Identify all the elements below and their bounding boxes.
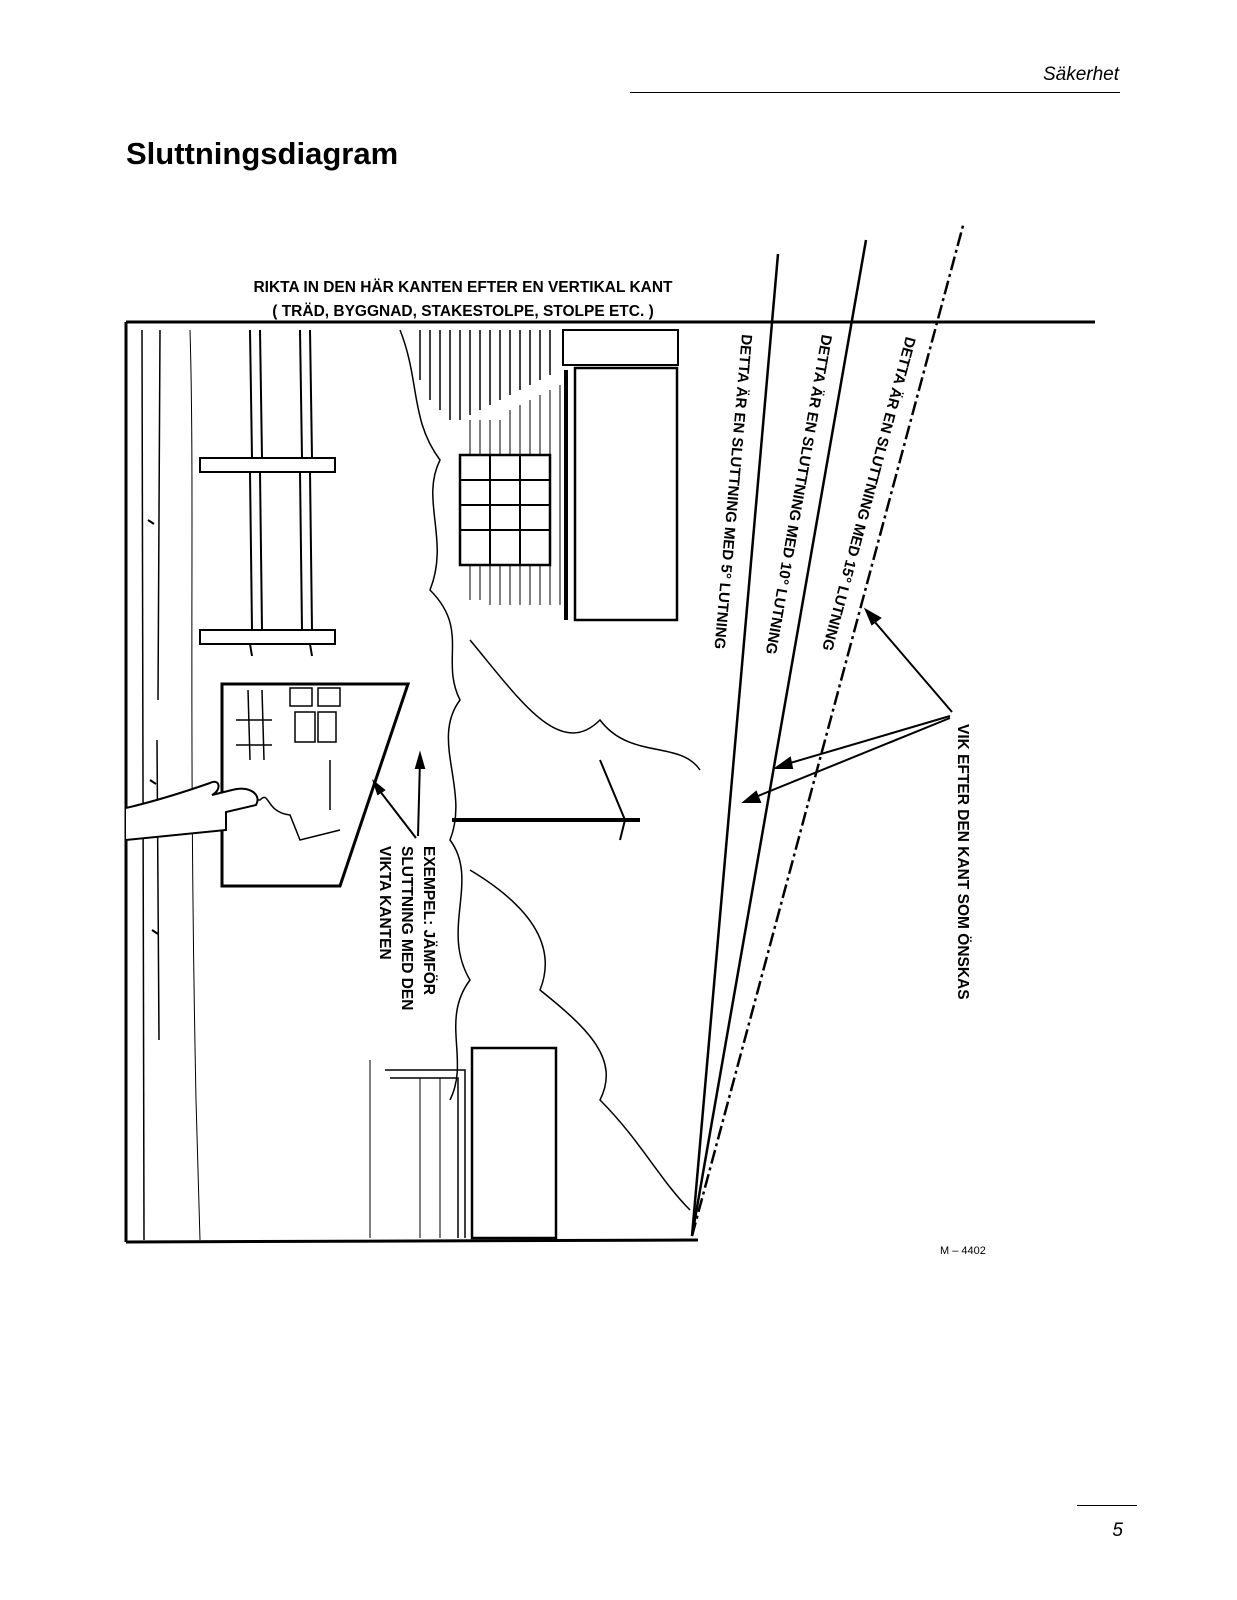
figure-code: M – 4402 [940, 1245, 986, 1257]
slope-label-15: DETTA ÄR EN SLUTTNING MED 15° LUTNING [818, 335, 918, 653]
header-section-title: Säkerhet [1042, 64, 1119, 85]
slope-line-10 [690, 239, 868, 1237]
header-divider [630, 92, 1120, 93]
example-label-line1: EXEMPEL: JÄMFÖR [420, 846, 437, 995]
example-inset [125, 682, 411, 888]
page-title: Sluttningsdiagram [126, 136, 399, 171]
fold-arrows [371, 607, 953, 839]
slope-label-10: DETTA ÄR EN SLUTTNING MED 10° LUTNING [762, 333, 835, 655]
scene-illustration [141, 329, 701, 1241]
slope-lines [690, 221, 966, 1237]
example-label-line2: SLUTTNING MED DEN [398, 846, 415, 1010]
fold-instruction-label: VIK EFTER DEN KANT SOM ÖNSKAS [954, 724, 971, 1000]
slope-line-5 [690, 253, 780, 1237]
example-label-line3: VIKTA KANTEN [376, 846, 393, 960]
page-number: 5 [1112, 1520, 1123, 1541]
align-instruction-line2: ( TRÄD, BYGGNAD, STAKESTOLPE, STOLPE ETC… [272, 303, 654, 320]
align-instruction-line1: RIKTA IN DEN HÄR KANTEN EFTER EN VERTIKA… [253, 279, 673, 296]
diagram-frame [124, 320, 1095, 1244]
footer-divider [1077, 1505, 1137, 1506]
